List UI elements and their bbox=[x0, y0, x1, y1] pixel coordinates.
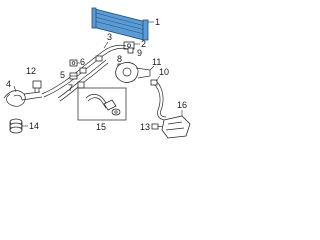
coupling-part[interactable] bbox=[115, 62, 151, 83]
inset-box bbox=[77, 87, 127, 121]
callout-5: 5 bbox=[60, 70, 65, 80]
callout-3: 3 bbox=[107, 32, 112, 42]
clip-part[interactable] bbox=[69, 59, 78, 67]
callout-7: 7 bbox=[68, 83, 73, 93]
callout-4: 4 bbox=[6, 79, 11, 89]
callout-15: 15 bbox=[96, 122, 106, 132]
callout-1: 1 bbox=[155, 17, 160, 27]
cooler-lines-part[interactable] bbox=[41, 44, 129, 102]
small-bolt-part[interactable] bbox=[151, 123, 162, 130]
callout-14: 14 bbox=[29, 121, 39, 131]
parts-diagram: 1 2 3 4 5 6 7 bbox=[3, 7, 191, 139]
oil-cooler-part[interactable] bbox=[91, 7, 149, 41]
callout-2: 2 bbox=[141, 39, 146, 49]
fitting-part[interactable] bbox=[69, 72, 78, 80]
leader-line-10 bbox=[155, 75, 161, 82]
retainer-part[interactable] bbox=[77, 81, 85, 89]
pipe-bracket-part[interactable] bbox=[32, 80, 42, 92]
callout-12: 12 bbox=[26, 66, 36, 76]
inset-hose-part[interactable] bbox=[85, 94, 117, 111]
callout-16: 16 bbox=[177, 100, 187, 110]
leader-line-3 bbox=[103, 41, 109, 49]
leader-line-4 bbox=[13, 85, 17, 93]
callout-6: 6 bbox=[80, 57, 85, 67]
leader-line-11 bbox=[149, 65, 155, 71]
inset-clamp-part[interactable] bbox=[111, 108, 121, 116]
callout-13: 13 bbox=[140, 122, 150, 132]
callout-10: 10 bbox=[159, 67, 169, 77]
callout-9: 9 bbox=[137, 48, 142, 58]
hose-assembly-part[interactable] bbox=[3, 90, 43, 107]
grommet-part[interactable] bbox=[9, 118, 23, 134]
callout-8: 8 bbox=[117, 54, 122, 64]
callout-11: 11 bbox=[152, 57, 161, 67]
bolt-part[interactable] bbox=[127, 47, 134, 54]
lower-line-part[interactable] bbox=[150, 79, 167, 121]
reservoir-part[interactable] bbox=[161, 115, 191, 139]
